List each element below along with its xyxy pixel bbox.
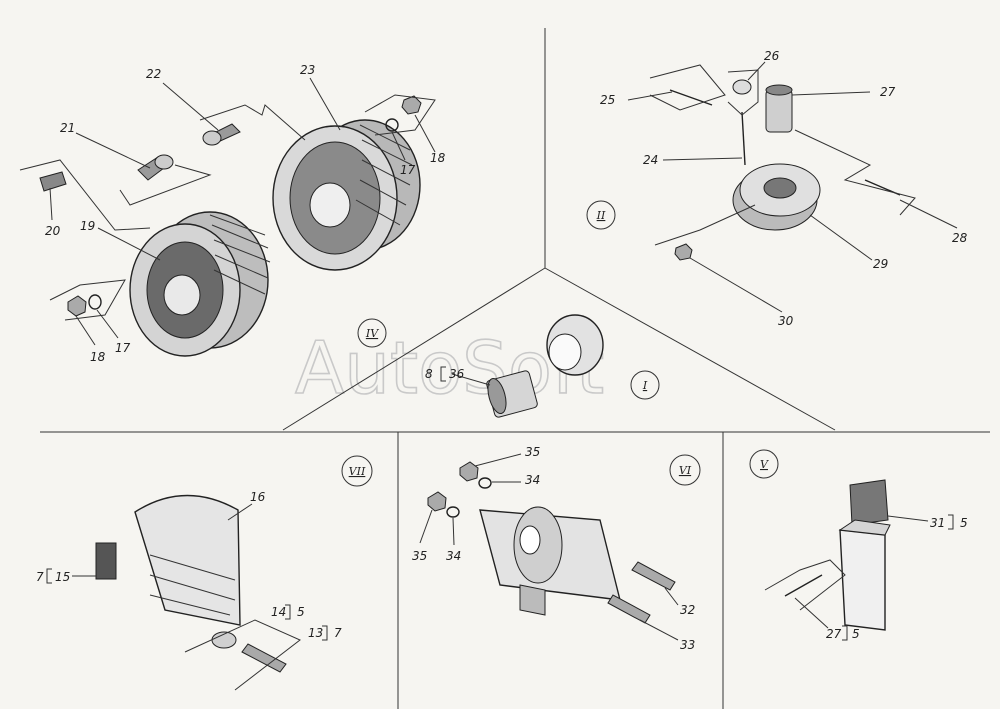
callout-23: 23 xyxy=(300,63,315,77)
bolt-21 xyxy=(137,154,174,181)
nut-washer-top-right xyxy=(385,95,422,132)
callout-leaders xyxy=(49,61,958,641)
callout-15: 15 xyxy=(55,570,70,584)
callout-28: 28 xyxy=(952,231,968,245)
section-marker-ii: II xyxy=(586,200,616,230)
section-marker-vii: VII xyxy=(341,455,373,487)
callout-26: 26 xyxy=(764,49,780,63)
svg-text:V: V xyxy=(760,458,769,471)
callout-21: 21 xyxy=(60,121,75,135)
bolt-32 xyxy=(631,561,676,591)
callout-5-v-top: 5 xyxy=(960,516,968,530)
callout-31: 31 xyxy=(930,516,945,530)
callout-13: 13 xyxy=(308,626,323,640)
callout-22: 22 xyxy=(146,67,161,81)
svg-text:II: II xyxy=(596,209,606,222)
nut-35 xyxy=(427,461,479,512)
nut-30 xyxy=(674,243,693,261)
svg-text:VII: VII xyxy=(349,465,366,478)
section-marker-i: I xyxy=(630,370,660,400)
callout-24: 24 xyxy=(643,153,658,167)
callout-27-top: 27 xyxy=(880,85,896,99)
callout-17-top: 17 xyxy=(400,163,416,177)
callout-25: 25 xyxy=(600,93,615,107)
callout-18-top: 18 xyxy=(430,151,446,165)
callout-7-right: 7 xyxy=(334,626,342,640)
washer-34 xyxy=(446,477,492,518)
callout-20: 20 xyxy=(45,224,61,238)
callout-17-bottom: 17 xyxy=(115,341,131,355)
section-markers: II IV I VII VI V xyxy=(341,200,779,487)
callout-32: 32 xyxy=(680,603,695,617)
section-marker-v: V xyxy=(749,449,779,479)
gear-29 xyxy=(732,163,821,231)
sleeve-36-large xyxy=(546,314,604,376)
brake-drum-right xyxy=(272,119,421,271)
group-brackets xyxy=(46,366,954,641)
brake-drum-left xyxy=(129,211,271,357)
pin-25 xyxy=(669,89,713,106)
callout-labels: 8 36 22 23 21 17 18 20 19 18 17 26 25 27… xyxy=(36,49,968,652)
svg-text:VI: VI xyxy=(679,464,692,477)
rod-24 xyxy=(741,111,746,166)
section-marker-iv: IV xyxy=(357,318,387,348)
callout-14: 14 xyxy=(271,605,286,619)
bolt-22 xyxy=(202,123,241,146)
callout-18-bottom: 18 xyxy=(90,350,106,364)
section-marker-vi: VI xyxy=(669,454,701,486)
bushing-27-top xyxy=(765,84,793,133)
plate-bracket xyxy=(838,519,891,631)
leader-frames-v xyxy=(764,559,846,611)
bolt-27 xyxy=(784,574,823,597)
bracket-15 xyxy=(95,542,117,580)
callout-16: 16 xyxy=(250,490,266,504)
bracket-assembly xyxy=(479,506,621,616)
lining-block-20 xyxy=(39,171,67,192)
washer-26 xyxy=(732,79,752,95)
sleeve-36-small xyxy=(486,370,538,418)
brake-shoe-16 xyxy=(134,494,241,626)
nut-washer-bottom-left xyxy=(67,294,102,317)
callout-19: 19 xyxy=(80,219,95,233)
leader-frames-iv xyxy=(19,94,436,321)
svg-text:IV: IV xyxy=(365,327,379,340)
leader-frames-vii xyxy=(184,619,301,691)
callout-27-bottom: 27 xyxy=(826,627,842,641)
callout-35-top: 35 xyxy=(525,445,540,459)
callout-5-v-bottom: 5 xyxy=(852,627,860,641)
callout-29: 29 xyxy=(873,257,888,271)
leader-frames-ii xyxy=(649,64,916,246)
svg-text:I: I xyxy=(642,379,648,392)
callout-35-bottom: 35 xyxy=(412,549,427,563)
section-dividers xyxy=(40,28,990,709)
callout-5-vii: 5 xyxy=(297,605,305,619)
callout-7-left: 7 xyxy=(36,570,44,584)
callout-34-bottom: 34 xyxy=(446,549,461,563)
callout-30: 30 xyxy=(778,314,794,328)
callout-8: 8 xyxy=(425,367,433,381)
callout-33: 33 xyxy=(680,638,695,652)
rubber-block-31 xyxy=(849,479,889,526)
bolt-33 xyxy=(607,594,651,624)
callout-36: 36 xyxy=(449,367,465,381)
callout-34-top: 34 xyxy=(525,473,540,487)
